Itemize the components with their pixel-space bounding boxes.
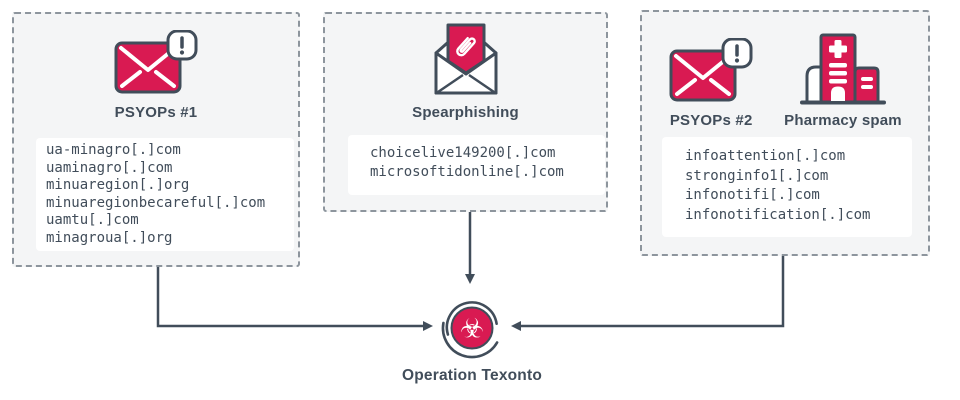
pharmacy-building-icon — [799, 33, 886, 105]
alert-envelope-icon — [669, 38, 753, 102]
domain-list-spearphishing: choicelive149200[.]com microsoftidonline… — [348, 135, 605, 195]
psyops-2-group: PSYOPs #2 — [668, 38, 754, 129]
arrow-from-psyops-2 — [521, 256, 785, 328]
domain-line: ua-minagro[.]com — [46, 142, 181, 158]
panel-title: Pharmacy spam — [784, 112, 902, 129]
domain-line: minagroua[.]org — [46, 229, 173, 246]
domain-line: stronginfo1[.]com — [685, 167, 829, 184]
alert-envelope-icon — [114, 30, 198, 94]
panel-spearphishing: Spearphishing choicelive149200[.]com mic… — [323, 12, 608, 212]
biohazard-glyph: ☣ — [460, 314, 484, 345]
panel-psyops-1: PSYOPs #1 ua-minagro[.]com uaminagro[.]c… — [12, 12, 300, 267]
domain-line: microsoftidonline[.]com — [370, 164, 564, 180]
domain-line: choicelive149200[.]com — [370, 145, 556, 161]
panel-psyops-1-icons: PSYOPs #1 — [14, 30, 298, 121]
panel-psyops-2-pharmacy: PSYOPs #2 Pharmacy spam — [640, 10, 930, 256]
pharmacy-spam-group: Pharmacy spam — [784, 30, 902, 129]
spearphishing-group: Spearphishing — [412, 22, 519, 121]
panel-spearphishing-icons: Spearphishing — [325, 22, 606, 121]
paperclip-icon — [455, 36, 476, 57]
psyops-1-group: PSYOPs #1 — [113, 30, 199, 121]
arrowhead-down-icon — [465, 274, 475, 284]
biohazard-icon: ☣ — [441, 301, 499, 359]
attachment-envelope-icon — [434, 23, 497, 95]
domain-line: minuaregionbecareful[.]com — [46, 194, 266, 211]
domain-line: uamtu[.]com — [46, 212, 139, 228]
domain-line: uaminagro[.]com — [46, 159, 173, 176]
panel-title: PSYOPs #2 — [669, 112, 753, 129]
domain-line: infoattention[.]com — [685, 148, 846, 164]
panel-title: Spearphishing — [412, 104, 519, 121]
domain-line: infonotification[.]com — [685, 206, 871, 223]
domain-list-psyops-2: infoattention[.]com stronginfo1[.]com in… — [662, 137, 912, 237]
domain-list-psyops-1: ua-minagro[.]com uaminagro[.]com minuare… — [36, 138, 294, 251]
panel-title: PSYOPs #1 — [114, 104, 198, 121]
arrow-from-psyops-1 — [156, 267, 423, 328]
hub-label: Operation Texonto — [401, 367, 543, 384]
panel-psyops-2-icons: PSYOPs #2 Pharmacy spam — [642, 30, 928, 129]
domain-line: infonotifi[.]com — [685, 187, 820, 203]
domain-line: minuaregion[.]org — [46, 177, 190, 193]
